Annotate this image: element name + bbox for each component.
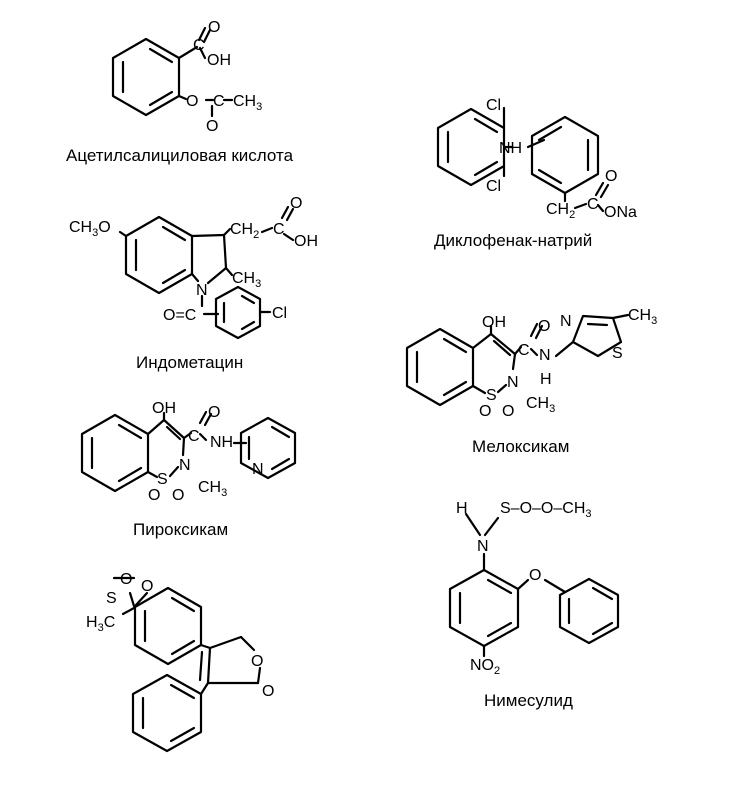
piroxicam-name: Пироксикам — [133, 520, 228, 539]
indomethacin-ch3: CH3 — [232, 270, 261, 290]
aspirin-name: Ацетилсалициловая кислота — [66, 146, 294, 165]
rofecoxib-structure — [112, 576, 262, 753]
phenoxy-ring — [558, 577, 620, 645]
indomethacin-ch2: CH2 — [230, 221, 259, 241]
meloxicam-oh: OH — [482, 314, 506, 331]
aspirin-o-top: O — [208, 19, 220, 36]
aspirin-c-ester: C — [213, 93, 225, 110]
methylsulfonylphenyl-ring — [133, 586, 203, 666]
piroxicam-o1: O — [148, 487, 160, 504]
rofecoxib-o-carbonyl: O — [262, 683, 274, 700]
chlorophenyl-ring — [214, 285, 262, 340]
indomethacin-name: Индометацин — [136, 353, 243, 372]
pyrroline-bond — [190, 233, 226, 238]
diclofenac-ona: ONa — [604, 204, 637, 221]
meloxicam-s: S — [486, 387, 497, 404]
nimesulide-chain: S–O–O–CH3 — [500, 500, 592, 520]
indomethacin-c: C — [273, 221, 285, 238]
thiazole-ring — [571, 314, 623, 358]
rofecoxib-s: S — [106, 590, 117, 607]
meloxicam-n: N — [507, 374, 519, 391]
meloxicam-c: C — [518, 342, 530, 359]
nimesulide-name: Нимесулид — [484, 691, 573, 710]
indomethacin-n: N — [196, 282, 208, 299]
diclofenac-cl-bottom: Cl — [486, 178, 501, 195]
indomethacin-structure — [118, 205, 295, 340]
meloxicam-o-amide: O — [538, 318, 550, 335]
rofecoxib-o2: O — [141, 578, 153, 595]
piroxicam-oh: OH — [152, 400, 176, 417]
nimesulide-structure — [448, 512, 620, 658]
indomethacin-oc: O=C — [163, 307, 196, 324]
meloxicam-nh-n: N — [539, 347, 551, 364]
aspirin-o-ester: O — [186, 93, 198, 110]
diclofenac-nh: NH — [499, 140, 522, 157]
rofecoxib-o-ring: O — [251, 653, 263, 670]
diclofenac-c: C — [587, 196, 599, 213]
piroxicam-n: N — [179, 457, 191, 474]
diclofenac-name: Диклофенак-натрий — [434, 231, 592, 250]
indomethacin-cl: Cl — [272, 305, 287, 322]
piroxicam-n-pyridine: N — [252, 461, 264, 478]
meloxicam-structure — [405, 313, 630, 407]
meloxicam-o1: O — [479, 403, 491, 420]
meloxicam-n-thiazole: N — [560, 313, 572, 330]
diclofenac-o: O — [605, 168, 617, 185]
piroxicam-c: C — [188, 428, 200, 445]
piroxicam-o-amide: O — [208, 404, 220, 421]
aspirin-oh: OH — [207, 52, 231, 69]
diclofenac-cl-top: Cl — [486, 97, 501, 114]
meloxicam-ch3: CH3 — [526, 395, 555, 415]
diclofenac-ch2: CH2 — [546, 201, 575, 221]
piroxicam-o2: O — [172, 487, 184, 504]
nimesulide-no2: NO2 — [470, 657, 500, 677]
rofecoxib-h3c: H3C — [86, 614, 115, 634]
nimesulide-h: H — [456, 500, 468, 517]
indomethacin-oh: OH — [294, 233, 318, 250]
meloxicam-nh-h: H — [540, 371, 552, 388]
piroxicam-nh: NH — [210, 434, 233, 451]
diclofenac-structure — [436, 106, 610, 213]
piroxicam-s: S — [157, 471, 168, 488]
aspirin-c-acid: C — [193, 37, 205, 54]
meloxicam-s-thiazole: S — [612, 345, 623, 362]
rofecoxib-o1: O — [120, 571, 132, 588]
aspirin-structure — [111, 26, 234, 118]
piroxicam-ch3: CH3 — [198, 479, 227, 499]
aspirin-ch3: CH3 — [233, 93, 262, 113]
indomethacin-och3: CH3O — [69, 219, 111, 239]
meloxicam-name: Мелоксикам — [472, 437, 569, 456]
meloxicam-o2: O — [502, 403, 514, 420]
aspirin-o-bottom: O — [206, 118, 218, 135]
piroxicam-structure — [80, 410, 297, 493]
indomethacin-o: O — [290, 195, 302, 212]
nimesulide-n: N — [477, 538, 489, 555]
pyridine-ring — [239, 416, 297, 480]
meloxicam-ch3-thiazole: CH3 — [628, 307, 657, 327]
nimesulide-o: O — [529, 567, 541, 584]
